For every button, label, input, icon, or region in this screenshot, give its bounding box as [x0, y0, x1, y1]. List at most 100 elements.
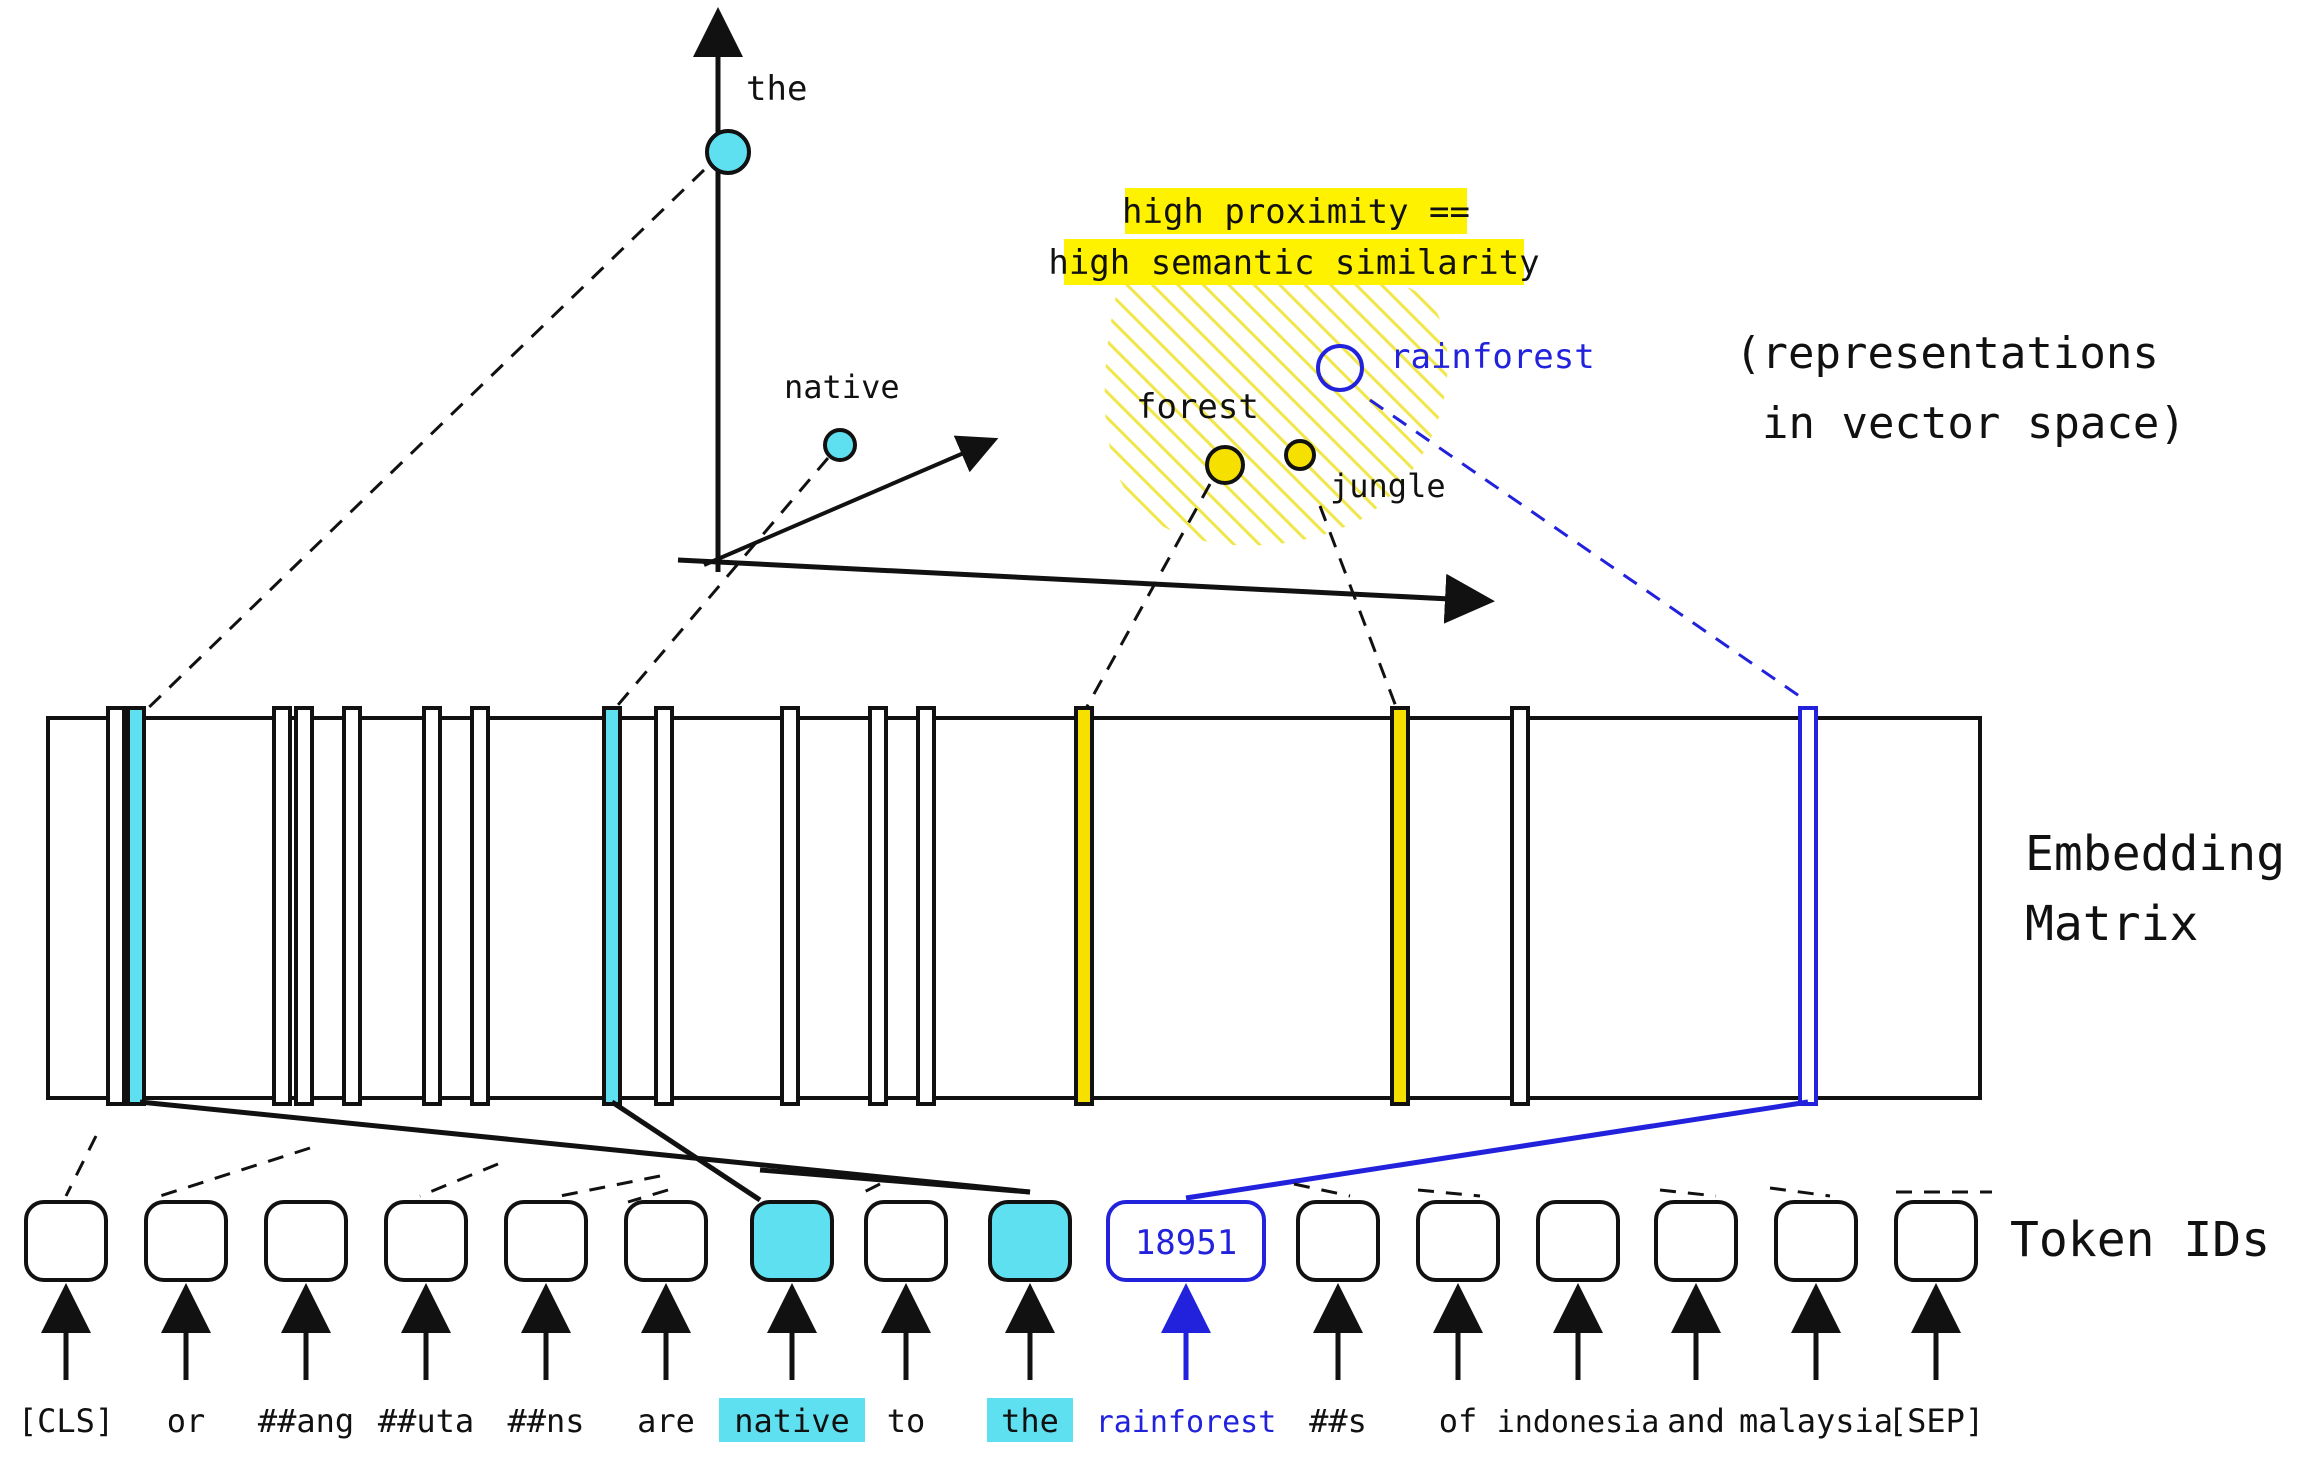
token-id-value: 18951	[1135, 1223, 1237, 1263]
token-label-5: ##ns	[507, 1402, 584, 1440]
token-id-box-12	[1416, 1200, 1500, 1282]
highlight-bg-2	[1064, 239, 1524, 285]
link-dashed-of	[1417, 1188, 1481, 1198]
matrix-to-token-lines	[64, 1099, 1992, 1204]
token-id-box-15	[1774, 1200, 1858, 1282]
matrix-column-8	[602, 706, 622, 1106]
token-label-6: are	[637, 1402, 695, 1440]
token-label-2: or	[167, 1402, 206, 1440]
link-dashed-are	[627, 1188, 669, 1204]
point-label-native: native	[784, 368, 900, 406]
vector-space-caption-1: (representations	[1735, 328, 2159, 379]
token-label-4: ##uta	[378, 1402, 474, 1440]
token-column-8: to	[864, 1200, 948, 1440]
matrix-column-4	[294, 706, 314, 1106]
token-label-15: malaysia	[1739, 1402, 1893, 1440]
link-the	[139, 1099, 1031, 1195]
token-id-box-9	[988, 1200, 1072, 1282]
link-dashed-uta	[419, 1162, 499, 1198]
matrix-column-3	[272, 706, 292, 1106]
token-id-box-8	[864, 1200, 948, 1282]
link-the-2	[759, 1167, 1031, 1195]
token-column-5: ##ns	[504, 1200, 588, 1440]
link-dashed-s	[1293, 1182, 1351, 1198]
vector-space-axes	[677, 7, 1495, 624]
matrix-column-6	[422, 706, 442, 1106]
token-label-12: of	[1439, 1402, 1478, 1440]
matrix-column-12	[916, 706, 936, 1106]
token-id-box-10	[1106, 1200, 1266, 1282]
link-native	[610, 1099, 762, 1203]
point-label-forest: forest	[1136, 387, 1259, 427]
matrix-column-7	[470, 706, 490, 1106]
link-dashed-or	[159, 1146, 311, 1198]
token-column-11: ##s	[1296, 1200, 1380, 1440]
vector-points: the native forest jungle rainforest	[705, 69, 1595, 505]
highlight-text-2: high semantic similarity	[1048, 243, 1539, 283]
link-dashed-ns	[559, 1174, 661, 1198]
matrix-column-15	[1510, 706, 1530, 1106]
highlight-text-1: high proximity ==	[1122, 192, 1470, 232]
projection-lines	[138, 168, 1809, 718]
link-rainforest	[1185, 1099, 1809, 1201]
proj-the	[138, 168, 706, 718]
matrix-column-5	[342, 706, 362, 1106]
token-label-9: the	[1001, 1402, 1059, 1440]
matrix-frame	[46, 716, 1982, 1100]
token-column-13: indonesia	[1497, 1200, 1660, 1440]
point-forest	[1205, 445, 1245, 485]
token-ids-label: Token IDs	[2010, 1212, 2270, 1268]
vector-space-caption-2: in vector space)	[1762, 398, 2186, 449]
token-column-7: native	[719, 1200, 865, 1442]
token-label-8: to	[887, 1402, 926, 1440]
matrix-column-14	[1390, 706, 1410, 1106]
matrix-column-9	[654, 706, 674, 1106]
token-column-14: and	[1654, 1200, 1738, 1440]
embedding-matrix	[46, 706, 1982, 1106]
token-column-4: ##uta	[378, 1200, 474, 1440]
token-id-box-1	[24, 1200, 108, 1282]
token-column-6: are	[624, 1200, 708, 1440]
link-dashed-and	[1659, 1188, 1717, 1198]
proj-forest	[1082, 483, 1212, 713]
token-id-box-6	[624, 1200, 708, 1282]
matrix-label-1: Embedding	[2025, 826, 2285, 882]
token-label-13: indonesia	[1497, 1405, 1660, 1440]
link-dashed-cls	[64, 1135, 98, 1197]
token-column-15: malaysia	[1739, 1200, 1893, 1440]
matrix-column-16	[1798, 706, 1818, 1106]
token-column-16: [SEP]	[1888, 1200, 1984, 1440]
token-id-box-13	[1536, 1200, 1620, 1282]
highlight-bg-1	[1125, 188, 1467, 234]
token-id-box-7	[750, 1200, 834, 1282]
token-column-3: ##ang	[258, 1200, 354, 1440]
point-label-the: the	[746, 69, 807, 109]
point-label-jungle: jungle	[1330, 467, 1446, 505]
matrix-column-1	[106, 706, 126, 1106]
link-dashed-to	[855, 1182, 881, 1198]
proj-jungle	[1318, 505, 1400, 713]
axis-horizontal	[677, 557, 1495, 624]
token-label-7: native	[734, 1402, 850, 1440]
proj-rainforest	[1369, 398, 1809, 704]
token-column-2: or	[144, 1200, 228, 1440]
point-rainforest	[1316, 344, 1364, 392]
link-dashed-malaysia	[1769, 1186, 1831, 1198]
matrix-columns	[106, 706, 1818, 1106]
token-id-box-11	[1296, 1200, 1380, 1282]
matrix-label-2: Matrix	[2025, 896, 2198, 952]
matrix-column-2	[126, 706, 146, 1106]
similarity-region	[1104, 262, 1448, 546]
token-id-box-5	[504, 1200, 588, 1282]
token-label-11: ##s	[1309, 1402, 1367, 1440]
token-highlight-9	[987, 1398, 1073, 1442]
token-id-box-3	[264, 1200, 348, 1282]
token-id-box-2	[144, 1200, 228, 1282]
token-label-1: [CLS]	[18, 1402, 114, 1440]
matrix-column-13	[1074, 706, 1094, 1106]
token-column-9: the	[987, 1200, 1073, 1442]
token-id-box-16	[1894, 1200, 1978, 1282]
token-label-3: ##ang	[258, 1402, 354, 1440]
